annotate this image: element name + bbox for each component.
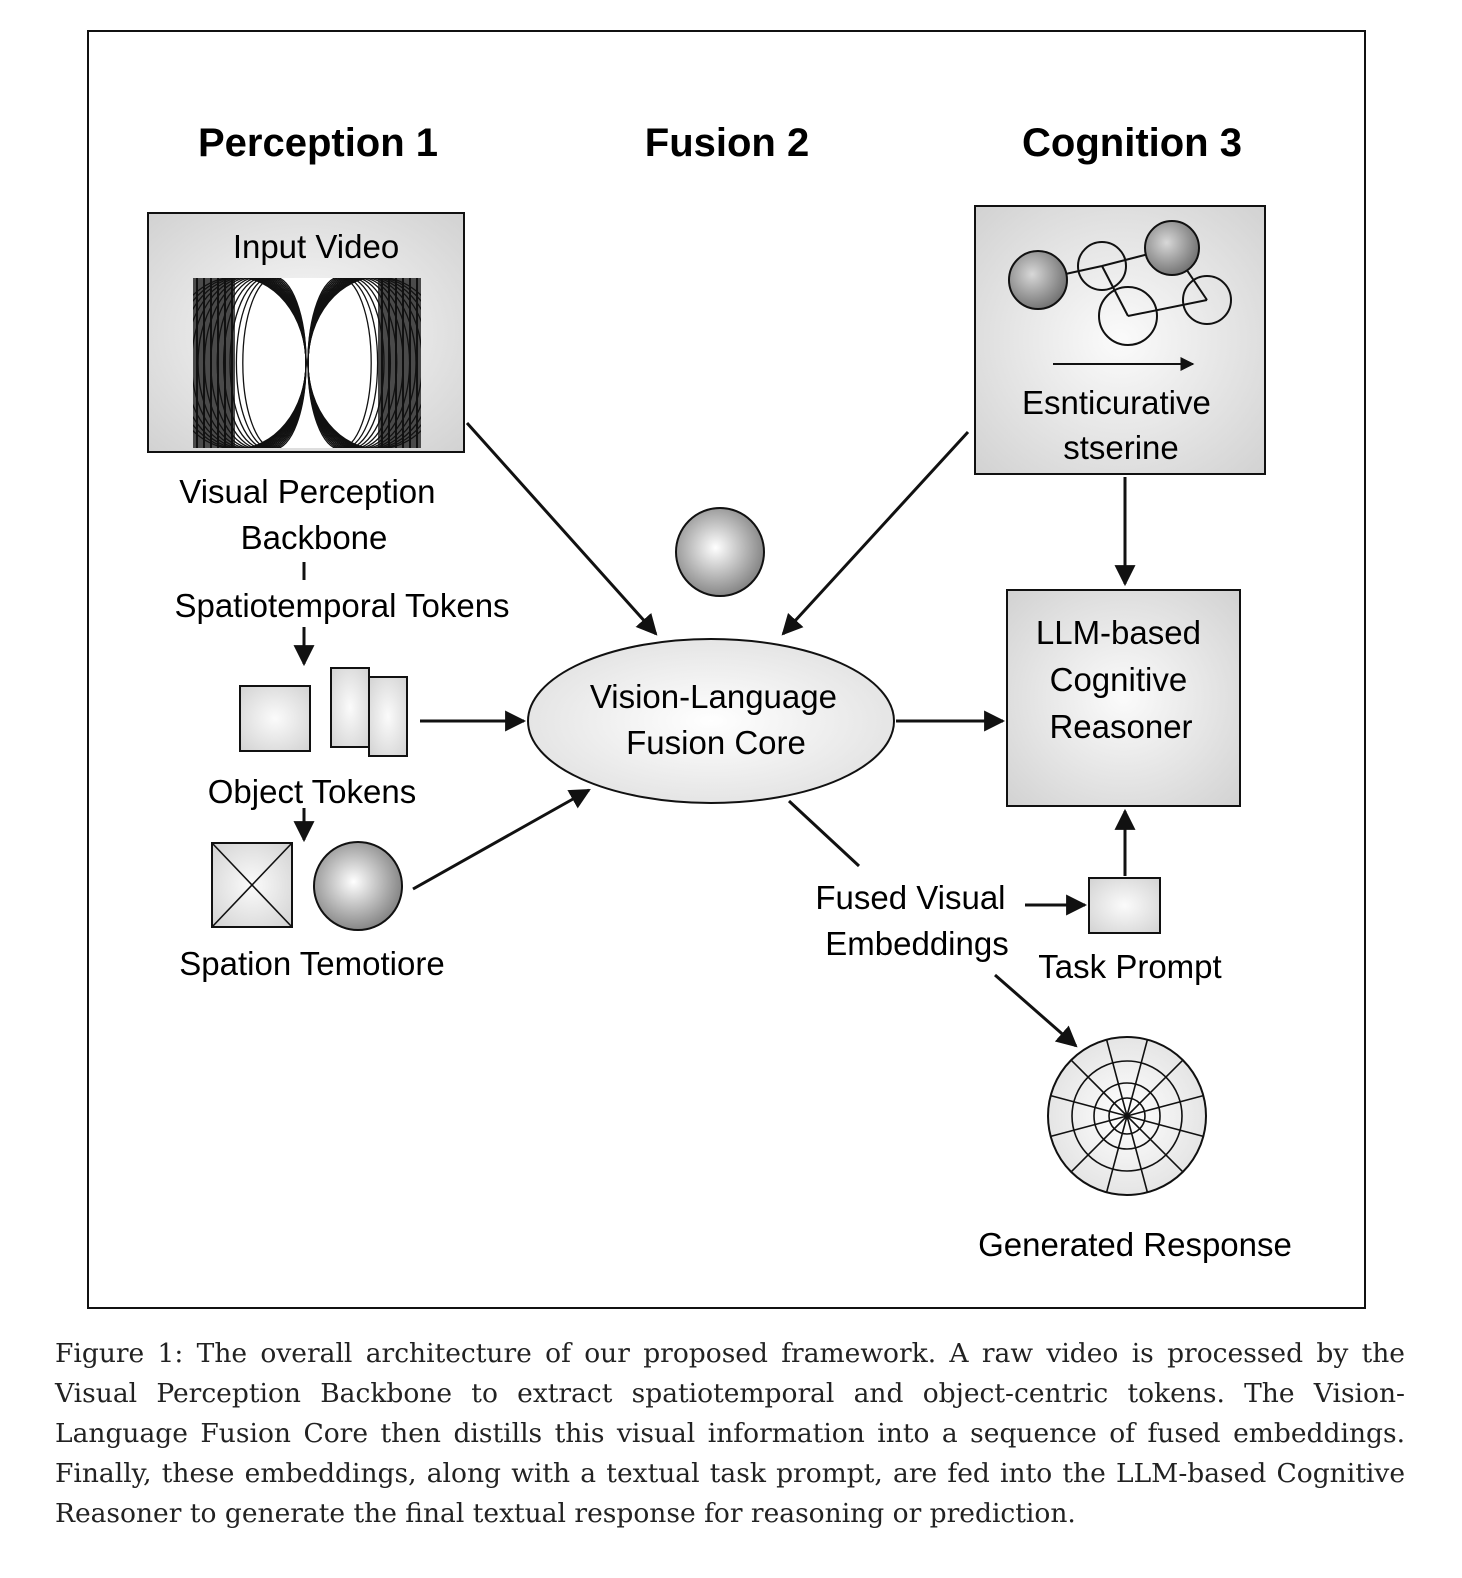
svg-text:Visual Perception Backbone: Visual Perception Backbone xyxy=(179,473,444,556)
input-video-box: Input Video xyxy=(147,212,465,453)
arrow-cognition-to-fusion xyxy=(781,430,970,636)
arrow-spation-to-fusion xyxy=(412,788,591,891)
backbone-label-line1: Visual Perception xyxy=(179,473,435,510)
esnticurative-label-line2: stserine xyxy=(1063,429,1179,466)
spatiotemporal-tokens-label: Spatiotemporal Tokens xyxy=(174,587,509,624)
crossed-box-icon xyxy=(211,842,293,928)
stage-perception-title: Perception 1 xyxy=(198,121,438,165)
fusion-core-node: Vision-Language Fusion Core xyxy=(527,638,895,804)
fusion-core-label-line2: Fusion Core xyxy=(626,724,806,761)
figure-caption: Figure 1: The overall architecture of ou… xyxy=(55,1338,1405,1529)
esnticurative-box: Esnticurative stserine xyxy=(974,205,1266,475)
token-stack-back-icon xyxy=(330,667,370,748)
architecture-diagram: Perception 1 Fusion 2 Cognition 3 Input … xyxy=(87,30,1366,1309)
fusion-sphere-icon xyxy=(675,507,765,597)
token-square-icon xyxy=(239,685,311,752)
backbone-label-line2: Backbone xyxy=(241,519,388,556)
reasoner-label-line1: LLM-based xyxy=(1036,614,1201,651)
svg-text:Vision-Language Fusion C: Vision-Language Fusion Core xyxy=(590,678,846,761)
spation-sphere-icon xyxy=(313,841,403,931)
svg-text:Esnticurative stserine: Esnticurative stserine xyxy=(1022,384,1220,466)
svg-text:Fused Visual Embeddings: Fused Visual Embeddings xyxy=(815,879,1014,962)
reasoner-label-line3: Reasoner xyxy=(1049,708,1192,745)
line-fusion-to-embeddings xyxy=(787,799,861,868)
input-video-label: Input Video xyxy=(233,228,399,265)
response-wheel-icon xyxy=(1047,1036,1207,1196)
token-stack-front-icon xyxy=(368,676,408,757)
graph-network-icon xyxy=(1008,220,1232,346)
esnticurative-label-line1: Esnticurative xyxy=(1022,384,1211,421)
generated-response-label: Generated Response xyxy=(978,1226,1292,1263)
spation-temotiore-label: Spation Temotiore xyxy=(179,945,444,982)
video-frames-icon xyxy=(193,278,421,448)
stage-fusion-title: Fusion 2 xyxy=(645,121,809,165)
cognitive-reasoner-box: LLM-based Cognitive Reasoner xyxy=(1006,589,1241,807)
stage-cognition-title: Cognition 3 xyxy=(1022,121,1242,165)
task-prompt-box xyxy=(1088,877,1161,934)
arrow-embeddings-to-response xyxy=(994,973,1078,1048)
svg-text:LLM-based Cognitive: LLM-based Cognitive Reasoner xyxy=(1036,614,1210,745)
task-prompt-label: Task Prompt xyxy=(1038,948,1221,985)
reasoner-label-line2: Cognitive xyxy=(1050,661,1188,698)
arrow-video-to-fusion xyxy=(465,421,658,636)
fused-embeddings-label-line1: Fused Visual xyxy=(815,879,1005,916)
object-tokens-label: Object Tokens xyxy=(208,773,417,810)
fused-embeddings-label-line2: Embeddings xyxy=(825,925,1008,962)
fusion-core-label-line1: Vision-Language xyxy=(590,678,837,715)
